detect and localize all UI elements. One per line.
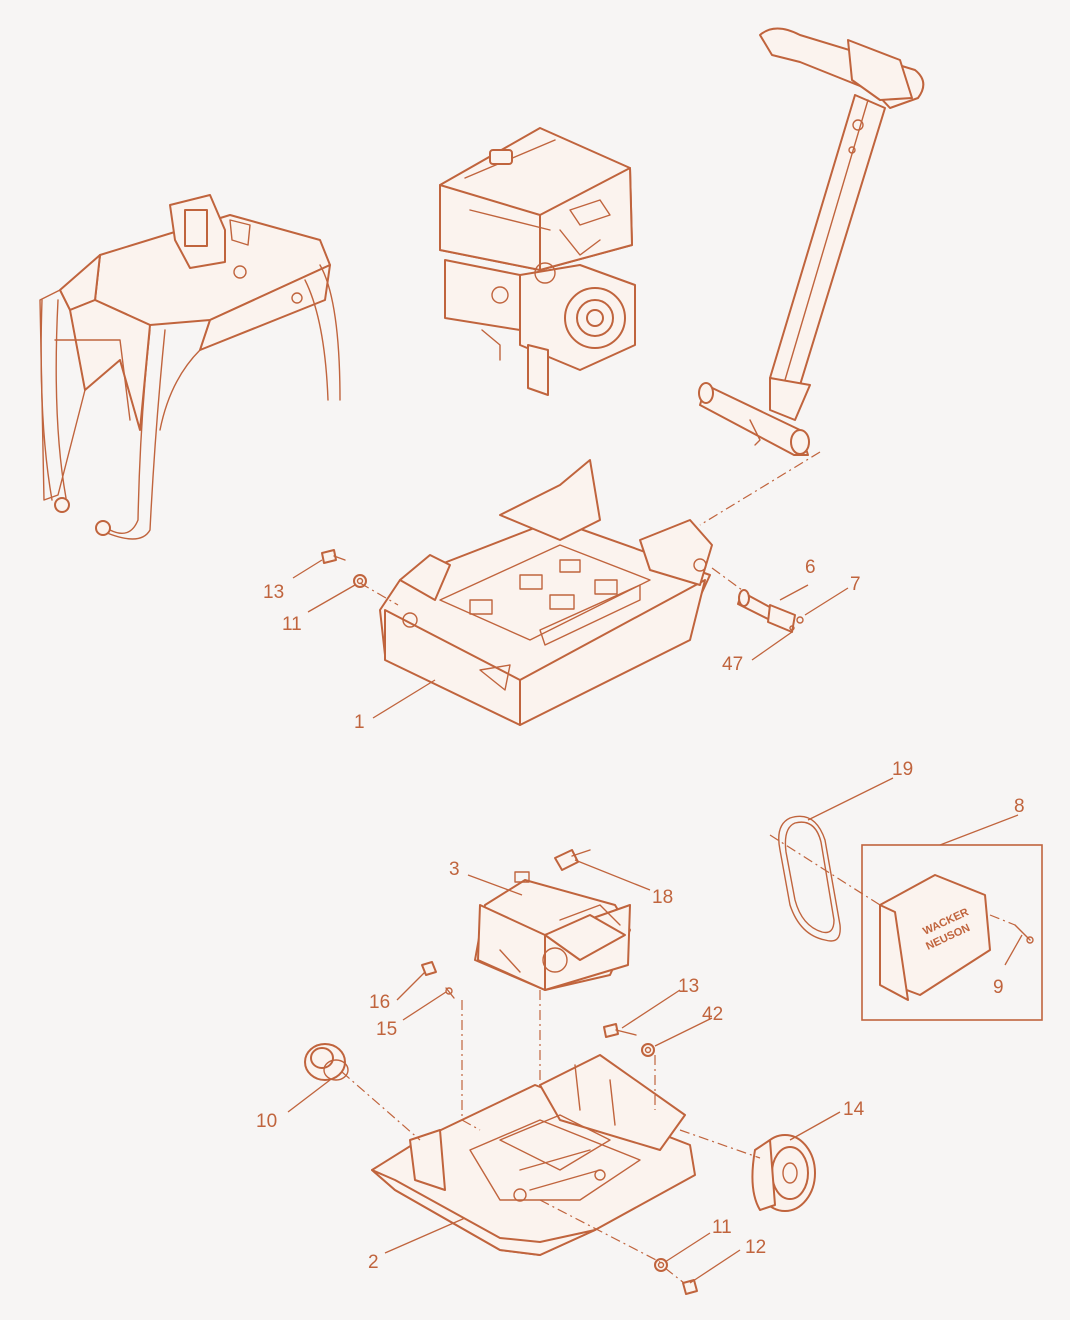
- washer-42: [641, 1043, 655, 1057]
- callout-19: 19: [892, 759, 913, 780]
- belt-cover-kit-box: [861, 844, 1043, 1021]
- guide-handle: [698, 27, 925, 456]
- callout-9: 9: [993, 977, 1004, 998]
- screw-9: [1014, 924, 1034, 944]
- v-belt: [778, 815, 841, 942]
- bolt-18: [554, 849, 591, 871]
- wheel-14: [751, 1134, 816, 1212]
- callout-12: 12: [745, 1237, 766, 1258]
- bolt-13-lower: [603, 1023, 637, 1038]
- callout-11-lower: 11: [712, 1217, 732, 1238]
- callout-13-upper: 13: [263, 582, 284, 603]
- assembly-lines: [341, 451, 1016, 1284]
- axle-pin: [737, 589, 804, 633]
- bolt-13-upper: [321, 549, 346, 564]
- callout-14: 14: [843, 1099, 865, 1120]
- callout-7: 7: [850, 574, 861, 595]
- leader-lines: [287, 559, 1023, 1284]
- callout-47: 47: [722, 654, 743, 675]
- belt-cover: WACKER NEUSON: [879, 874, 991, 1001]
- callout-13-lower: 13: [678, 976, 699, 997]
- callout-labels: 13 11 1 6 7 47 19 8 9 3 18 16 15 13 42 1…: [256, 557, 1025, 1273]
- callout-8: 8: [1014, 796, 1025, 817]
- callout-18: 18: [652, 887, 673, 908]
- baseplate: [371, 1054, 696, 1256]
- callout-1: 1: [354, 712, 365, 733]
- engine: [439, 127, 636, 396]
- rubber-mount-10: [304, 1043, 349, 1081]
- callout-42: 42: [702, 1004, 723, 1025]
- exciter: [474, 871, 631, 991]
- callout-15: 15: [376, 1019, 397, 1040]
- pin-15: [445, 987, 455, 999]
- callout-6: 6: [805, 557, 816, 578]
- nut-12: [682, 1279, 698, 1295]
- callout-3: 3: [449, 859, 460, 880]
- roll-cage-frame: [39, 194, 341, 540]
- callout-16: 16: [369, 992, 390, 1013]
- callout-11-upper: 11: [282, 614, 302, 635]
- callout-10: 10: [256, 1111, 277, 1132]
- base-frame: [379, 459, 713, 726]
- callout-2: 2: [368, 1252, 379, 1273]
- washer-11-lower: [654, 1258, 668, 1272]
